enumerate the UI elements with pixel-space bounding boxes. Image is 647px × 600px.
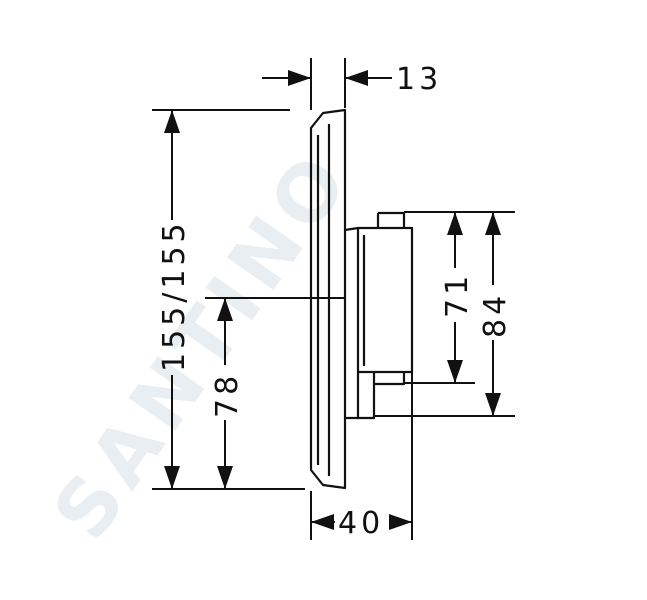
dimension-depth-top: 13 bbox=[262, 62, 442, 97]
dim-label-84: 84 bbox=[478, 292, 513, 338]
dim-label-40: 40 bbox=[338, 506, 384, 541]
valve-body bbox=[344, 211, 414, 420]
dimension-module-total: 84 bbox=[478, 212, 513, 416]
dim-label-13: 13 bbox=[396, 62, 442, 97]
dimension-height-total: 155/155 bbox=[157, 110, 192, 489]
watermark-text: SANTINO bbox=[37, 134, 370, 556]
cover-plate bbox=[309, 108, 347, 490]
dimension-height-center: 78 bbox=[210, 298, 245, 489]
dimension-width-bottom: 40 bbox=[311, 506, 412, 541]
dim-label-155-155: 155/155 bbox=[157, 219, 192, 372]
dimension-module-height: 71 bbox=[440, 212, 475, 383]
dim-label-78: 78 bbox=[210, 372, 245, 418]
dim-label-71: 71 bbox=[440, 272, 475, 318]
extension-lines bbox=[152, 58, 515, 540]
